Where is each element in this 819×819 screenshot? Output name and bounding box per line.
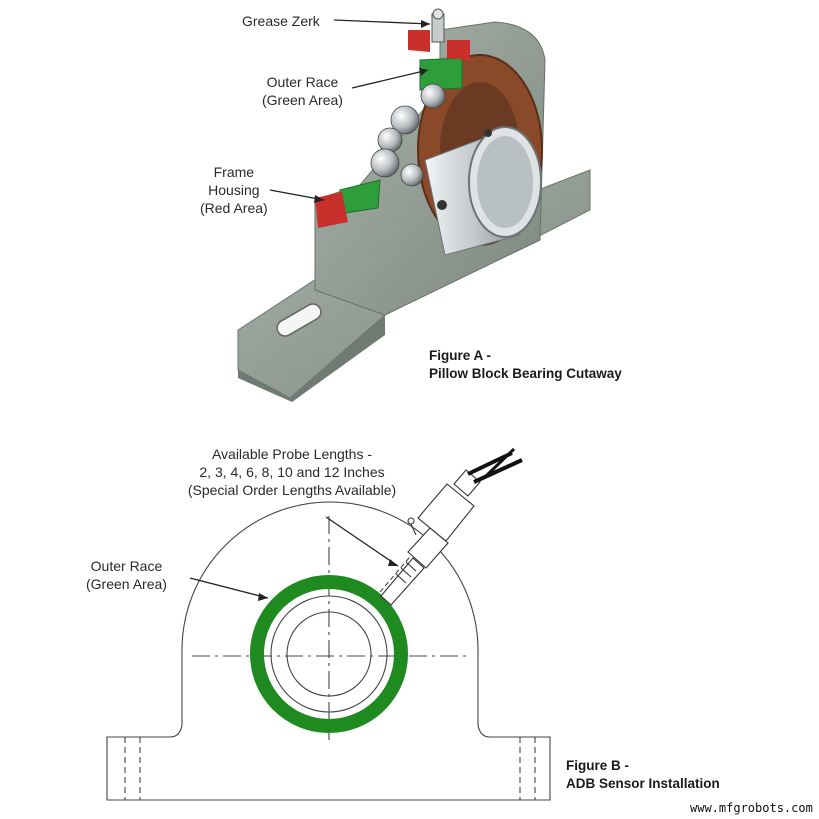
mounting-slot — [276, 303, 322, 337]
leader-outer-race-a — [351, 69, 429, 89]
watermark: www.mfgrobots.com — [690, 801, 813, 815]
frame-housing-top-right — [447, 40, 470, 60]
label-grease-zerk: Grease Zerk — [242, 13, 320, 29]
label-outer-race-b: Outer Race (Green Area) — [86, 558, 167, 592]
ball-5 — [400, 163, 424, 187]
outer-race-ring — [250, 575, 408, 733]
leader-outer-race-b — [189, 577, 269, 599]
frame-housing-side — [315, 192, 348, 228]
housing-outline — [106, 501, 551, 801]
label-frame-housing: Frame Housing (Red Area) — [200, 164, 268, 216]
caption-figure-b: Figure B - ADB Sensor Installation — [566, 758, 720, 791]
ball-1 — [420, 83, 446, 109]
leader-probe-lengths — [325, 516, 399, 567]
base-plate-side — [238, 315, 385, 402]
label-outer-race-a: Outer Race (Green Area) — [262, 74, 343, 108]
ball-3 — [377, 127, 403, 153]
label-probe-lengths: Available Probe Lengths - 2, 3, 4, 6, 8,… — [187, 446, 397, 498]
bore-ring-inner — [286, 611, 372, 697]
leader-grease-zerk — [333, 19, 431, 25]
outer-race-top — [419, 57, 463, 91]
ball-4 — [370, 148, 400, 178]
bore-ring-outer — [270, 595, 388, 713]
caption-figure-a: Figure A - Pillow Block Bearing Cutaway — [429, 348, 622, 381]
figure-a-illustration — [237, 8, 591, 402]
frame-housing-top-left — [408, 30, 430, 52]
ball-2 — [390, 105, 420, 135]
set-screw — [437, 200, 447, 210]
